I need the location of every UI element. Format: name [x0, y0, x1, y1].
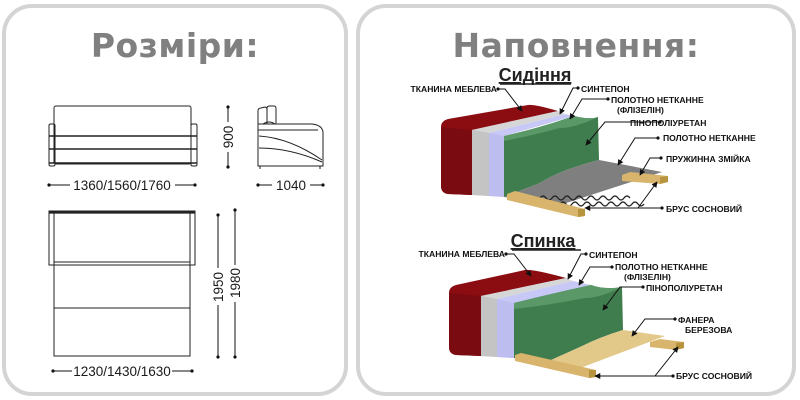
seat-label-nonwoven-1: ПОЛОТНО НЕТКАННЕ — [611, 95, 704, 105]
length-outer-label: 1980 — [228, 268, 243, 298]
top-width-label: 1230/1430/1630 — [73, 364, 171, 379]
back-label-sintepon: СИНТЕПОН — [589, 250, 638, 260]
seat-label-pine-beam: БРУС СОСНОВИЙ — [666, 203, 742, 214]
back-layers — [449, 269, 684, 378]
seat-label-spring: ПРУЖИННА ЗМІЙКА — [666, 153, 751, 164]
seat-label-nonwoven-2: (ФЛІЗЕЛІН) — [617, 105, 664, 115]
back-label-plywood-2: БЕРЕЗОВА — [685, 325, 732, 335]
length-inner-label: 1950 — [211, 272, 226, 302]
back-pine-beam-front — [515, 353, 596, 378]
back-label-fabric: ТКАНИНА МЕБЛЕВА — [419, 249, 505, 259]
seat-label-nonwoven2: ПОЛОТНО НЕТКАННЕ — [663, 133, 756, 143]
length-dimension-inner: 1950 — [211, 213, 226, 359]
front-width-label: 1360/1560/1760 — [73, 178, 171, 193]
seat-section-title: Сидіння — [499, 65, 572, 85]
sofa-top-extension-section — [53, 307, 191, 357]
front-width-dimension: 1360/1560/1760 — [47, 178, 197, 193]
sofa-front-back — [53, 105, 192, 165]
sofa-top-view — [48, 210, 196, 357]
seat-label-sintepon: СИНТЕПОН — [581, 84, 630, 94]
back-label-foam: ПІНОПОЛІУРЕТАН — [646, 283, 722, 293]
seat-pine-beam-front — [507, 191, 585, 217]
side-depth-label: 1040 — [276, 178, 306, 193]
back-label-pine-beam: БРУС СОСНОВИЙ — [676, 370, 752, 381]
sofa-front-view — [48, 105, 198, 167]
sofa-top-back-section — [48, 210, 196, 266]
back-label-plywood-1: ФАНЕРА — [678, 315, 714, 325]
sofa-front-armrest-right — [190, 123, 198, 167]
top-width-dimension: 1230/1430/1630 — [51, 364, 194, 379]
seat-label-fabric: ТКАНИНА МЕБЛЕВА — [411, 84, 497, 94]
side-depth-dimension: 1040 — [256, 178, 325, 193]
seat-label-foam: ПІНОПОЛІУРЕТАН — [630, 118, 706, 128]
seat-spring-zigzag — [559, 201, 645, 207]
height-label: 900 — [221, 126, 236, 149]
seat-layer-foam — [504, 116, 599, 197]
back-layer-nonwoven — [497, 281, 591, 358]
seat-annotations — [496, 86, 664, 211]
sofa-top-seat-section — [53, 261, 191, 309]
back-section-title: Спинка — [511, 231, 577, 251]
back-annotations — [504, 252, 679, 379]
sofa-front-armrest-left — [48, 123, 56, 167]
height-dimension: 900 — [221, 105, 236, 169]
seat-layer-mesh — [504, 160, 662, 205]
length-dimension-outer: 1980 — [228, 208, 243, 359]
sizes-title: Розміри: — [90, 26, 260, 65]
back-label-nonwoven-2: (ФЛІЗЕЛІН) — [624, 272, 671, 282]
seat-layers — [441, 104, 668, 217]
filling-title: Наповнення: — [452, 26, 700, 65]
sizes-panel: Розміри: — [2, 4, 348, 396]
sofa-side-view — [257, 105, 324, 169]
back-label-nonwoven-1: ПОЛОТНО НЕТКАННЕ — [615, 262, 708, 272]
